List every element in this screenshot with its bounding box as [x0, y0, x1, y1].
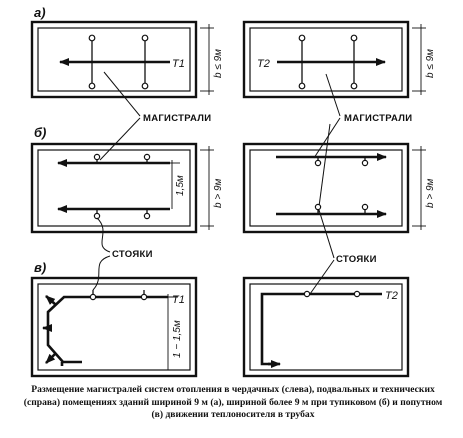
leader-line [99, 117, 141, 161]
dimension-width-label: b > 9м [213, 178, 224, 208]
room-inner-wall [249, 283, 403, 371]
pipe-label-t1: T1 [172, 58, 185, 70]
callout-risers-label-left: СТОЯКИ [112, 249, 153, 260]
riser-node [314, 203, 322, 211]
room-inner-wall [37, 27, 191, 92]
riser-node [143, 212, 151, 220]
riser-node [361, 203, 369, 211]
riser-node [303, 290, 311, 298]
dimension-width-label: b ≤ 9м [213, 49, 224, 78]
riser-node [88, 34, 96, 42]
room-outline [30, 276, 198, 378]
leader-line [96, 217, 111, 253]
pipe-label-t2: T2 [257, 58, 270, 70]
leader-line [318, 209, 335, 259]
riser-node [353, 290, 361, 298]
panel-b-right: b > 9м [242, 142, 436, 234]
room-outline [30, 142, 198, 234]
panel-b-left: 1,5м b > 9м [30, 142, 224, 234]
callout-risers-label-right: СТОЯКИ [336, 254, 377, 265]
riser-node [141, 34, 149, 42]
panel-a-left: T1 b ≤ 9м [30, 20, 224, 99]
leader-line [317, 123, 331, 215]
riser-node [298, 82, 306, 90]
leader-line [325, 73, 341, 117]
room-inner-wall [249, 149, 403, 227]
riser-node [350, 34, 358, 42]
leader-line [313, 117, 341, 159]
riser-node [140, 293, 148, 301]
callout-mains-label-left: МАГИСТРАЛИ [143, 113, 211, 124]
callout-mains: МАГИСТРАЛИ МАГИСТРАЛИ [99, 71, 412, 215]
riser-node [314, 159, 322, 167]
dimension-offset-label: 1 − 1,5м [172, 320, 183, 358]
riser-node [143, 153, 151, 161]
riser-node [93, 212, 101, 220]
riser-node [361, 159, 369, 167]
dimension-width-label: b > 9м [425, 178, 436, 208]
heating-main-loop [46, 295, 168, 364]
room-outline [30, 20, 198, 99]
riser-node [141, 82, 149, 90]
panel-label-b: б) [34, 125, 46, 140]
leader-line [103, 71, 141, 117]
riser-node [298, 34, 306, 42]
callout-risers: СТОЯКИ СТОЯКИ [92, 209, 377, 295]
room-outline [242, 20, 410, 99]
figure-caption: Размещение магистралей систем отопления … [23, 384, 443, 420]
pipe-label-t1: T1 [172, 294, 185, 306]
room-inner-wall [37, 149, 191, 227]
leader-line [92, 255, 111, 291]
riser-node [89, 293, 97, 301]
dimension-offset-label: 1,5м [175, 175, 186, 196]
pipe-label-t2: T2 [385, 290, 398, 302]
heating-main-loop [260, 292, 382, 366]
panel-a-right: T2 b ≤ 9м [242, 20, 436, 99]
panel-label-v: в) [34, 260, 46, 275]
room-inner-wall [37, 283, 191, 371]
panel-label-a: а) [34, 5, 46, 20]
panel-v-left: T1 1 − 1,5м [30, 276, 198, 378]
callout-mains-label-right: МАГИСТРАЛИ [344, 113, 412, 124]
branch-arrow [45, 295, 57, 306]
riser-node [93, 153, 101, 161]
branch-arrow [45, 352, 57, 364]
panel-v-right: T2 [242, 276, 410, 378]
dimension-width-label: b ≤ 9м [425, 49, 436, 78]
room-outline [242, 276, 410, 378]
riser-node [350, 82, 358, 90]
riser-node [88, 82, 96, 90]
room-inner-wall [249, 27, 403, 92]
